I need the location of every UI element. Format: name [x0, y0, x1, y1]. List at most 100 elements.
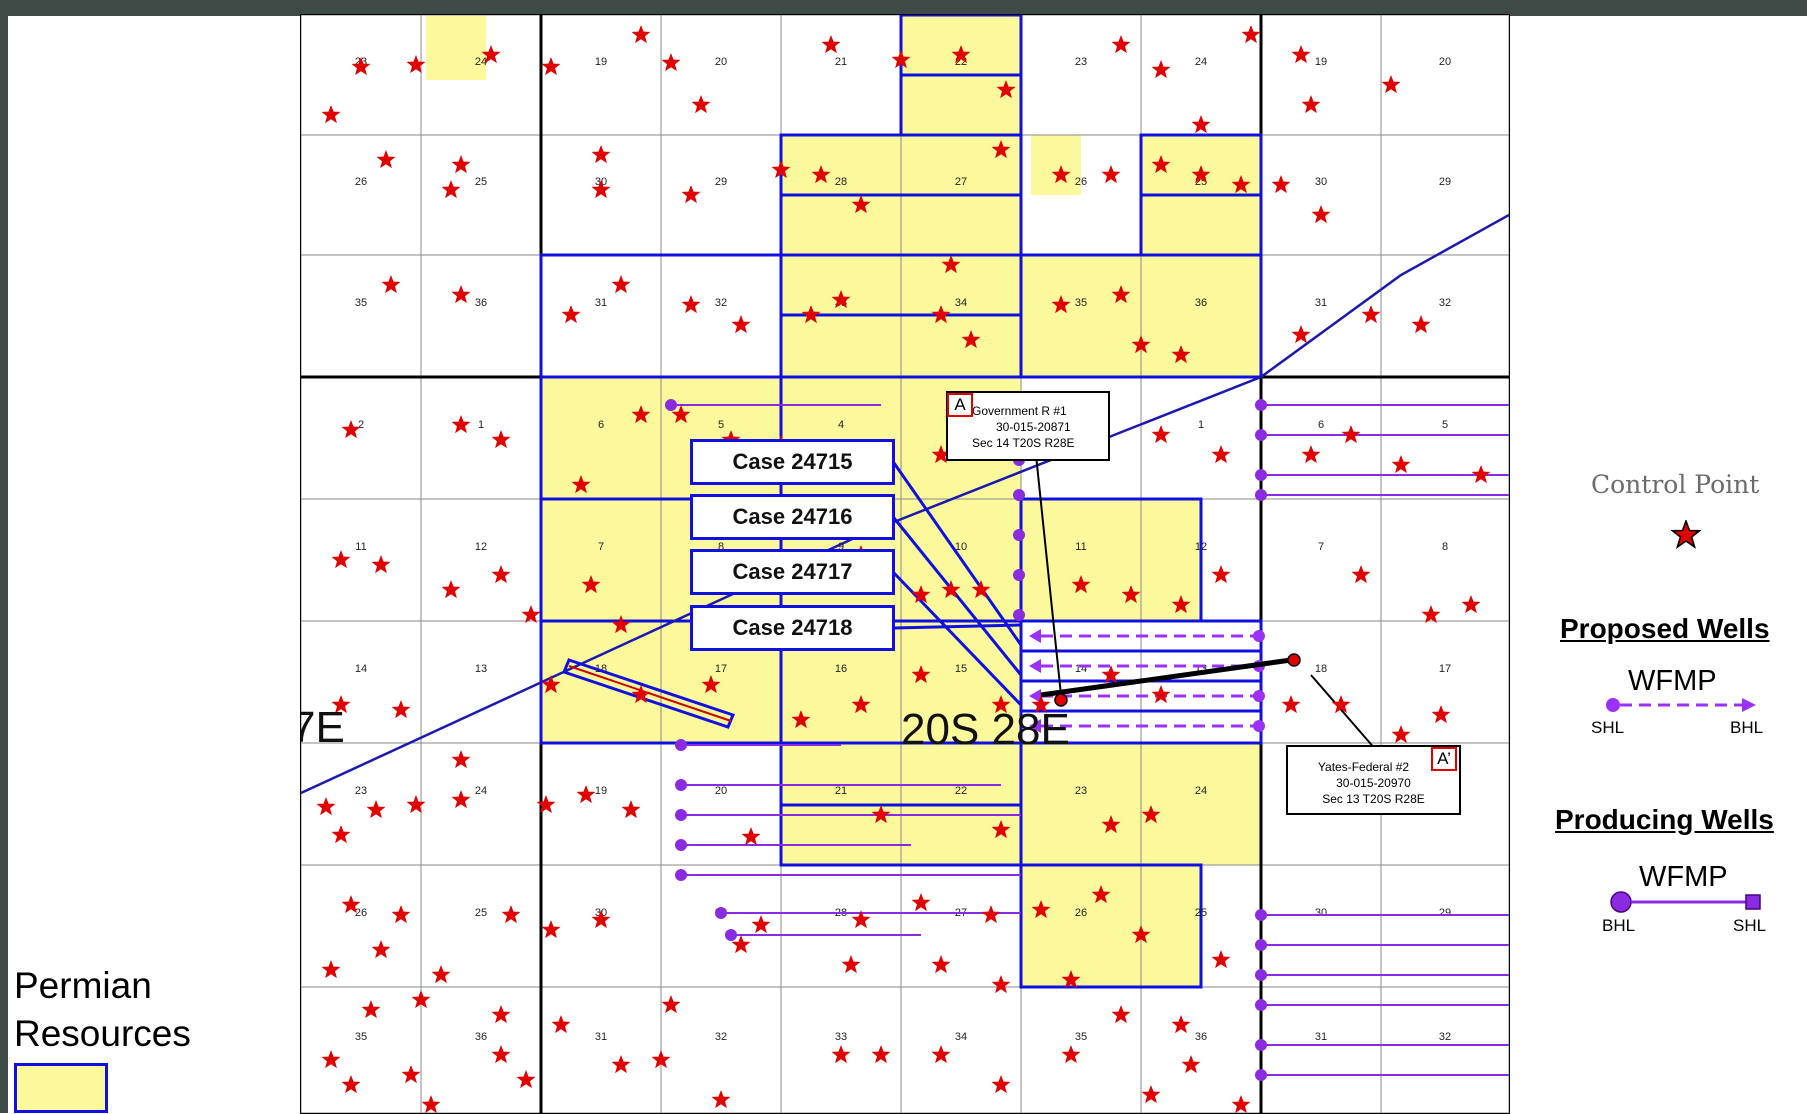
section-number: 8	[718, 541, 724, 553]
control-point-star	[491, 565, 511, 584]
section-number: 8	[1442, 541, 1448, 553]
lease-tract	[1021, 865, 1201, 987]
control-point-star	[1131, 925, 1151, 944]
lease-outline	[899, 73, 1023, 137]
legend-proposed-wells-title: Proposed Wells	[1560, 613, 1770, 644]
control-point-star	[731, 315, 751, 334]
case-24715-label[interactable]: Case 24715	[690, 439, 895, 485]
control-point-star	[911, 585, 931, 604]
proposed-well-shl	[1253, 720, 1265, 732]
angled-lease	[561, 658, 736, 729]
control-point-star	[1301, 95, 1321, 114]
control-point-star	[1051, 295, 1071, 314]
well-a-point	[1054, 693, 1068, 707]
control-point-star	[741, 827, 761, 846]
lease-map[interactable]: 2324192021222324192026253029282726253029…	[300, 14, 1510, 1114]
producing-well-bhl	[675, 839, 687, 851]
control-point-star	[941, 255, 961, 274]
section-number: 32	[1439, 297, 1451, 309]
control-point-star	[591, 910, 611, 929]
cross-section-a-marker: A	[947, 393, 973, 417]
producing-well-bhl	[1255, 969, 1267, 981]
control-point-star	[331, 695, 351, 714]
control-point-star	[1091, 885, 1111, 904]
section-number: 26	[1075, 907, 1087, 919]
section-number: 25	[475, 176, 487, 188]
section-number: 9	[838, 541, 844, 553]
section-number: 1	[478, 419, 484, 431]
legend-producing-right: SHL	[1733, 916, 1767, 935]
control-point-star	[991, 695, 1011, 714]
section-number: 36	[1195, 1031, 1207, 1043]
control-point-star	[771, 160, 791, 179]
section-number: 2	[358, 419, 364, 431]
legend-proposed-right: BHL	[1730, 718, 1764, 737]
lease-tract	[1031, 135, 1081, 195]
section-number: 23	[1075, 785, 1087, 797]
permian-line2: Resources	[14, 1013, 191, 1054]
section-number: 33	[835, 1031, 847, 1043]
control-point-star	[541, 57, 561, 76]
producing-well-bhl	[1255, 429, 1267, 441]
control-point-star	[441, 580, 461, 599]
map-canvas: 2324192021222324192026253029282726253029…	[301, 15, 1509, 1113]
producing-well-bhl	[725, 929, 737, 941]
producing-well-bhl	[675, 869, 687, 881]
producing-well-bhl	[1255, 1039, 1267, 1051]
permian-line1: Permian	[14, 965, 152, 1006]
legend-producing-type: WFMP	[1639, 861, 1728, 893]
control-point-star	[411, 990, 431, 1009]
producing-well-bhl	[1013, 529, 1025, 541]
producing-well-bhl	[1013, 489, 1025, 501]
section-number: 22	[955, 785, 967, 797]
control-point-star	[331, 825, 351, 844]
control-point-star	[1141, 805, 1161, 824]
control-point-star	[1391, 455, 1411, 474]
section-number: 19	[1315, 56, 1327, 68]
producing-well-bhl	[675, 809, 687, 821]
proposed-well-symbol-icon	[1606, 698, 1756, 712]
proposed-well-shl	[1253, 690, 1265, 702]
case-24717-label[interactable]: Case 24717	[690, 549, 895, 595]
control-point-star	[851, 910, 871, 929]
control-point-star	[431, 965, 451, 984]
control-point-star	[831, 290, 851, 309]
cross-section-line	[1040, 657, 1292, 698]
section-number: 26	[355, 907, 367, 919]
control-point-star	[611, 615, 631, 634]
control-point-star	[661, 53, 681, 72]
cross-section-a-prime-marker: A’	[1431, 747, 1457, 771]
control-point-star	[1461, 595, 1481, 614]
government-r1-label[interactable]: Government R #1 30-015-20871 Sec 14 T20S…	[946, 391, 1110, 461]
control-point-star	[1211, 445, 1231, 464]
section-number: 25	[475, 907, 487, 919]
section-number: 36	[475, 1031, 487, 1043]
control-point-star	[331, 550, 351, 569]
lease-outline	[779, 619, 1023, 745]
case-24718-label[interactable]: Case 24718	[690, 605, 895, 651]
control-point-star	[701, 675, 721, 694]
control-point-star	[491, 1005, 511, 1024]
control-point-star	[371, 940, 391, 959]
control-point-star	[1061, 970, 1081, 989]
producing-well-bhl	[1255, 469, 1267, 481]
control-point-star	[1171, 345, 1191, 364]
control-point-star	[421, 1095, 441, 1113]
control-point-star	[931, 955, 951, 974]
producing-well-bhl	[1255, 489, 1267, 501]
control-point-star	[536, 795, 556, 814]
control-point-star	[871, 1045, 891, 1064]
control-point-star	[1281, 695, 1301, 714]
control-point-star	[321, 1050, 341, 1069]
control-point-star	[441, 180, 461, 199]
control-point-star	[401, 1065, 421, 1084]
case-24716-label[interactable]: Case 24716	[690, 494, 895, 540]
control-point-star	[991, 820, 1011, 839]
section-number: 31	[595, 1031, 607, 1043]
control-point-star	[1341, 425, 1361, 444]
section-number: 12	[475, 541, 487, 553]
control-point-star	[1121, 585, 1141, 604]
producing-well-bhl	[1255, 909, 1267, 921]
section-number: 31	[595, 297, 607, 309]
well-a-prime-name: Yates-Federal #2	[1317, 760, 1410, 774]
